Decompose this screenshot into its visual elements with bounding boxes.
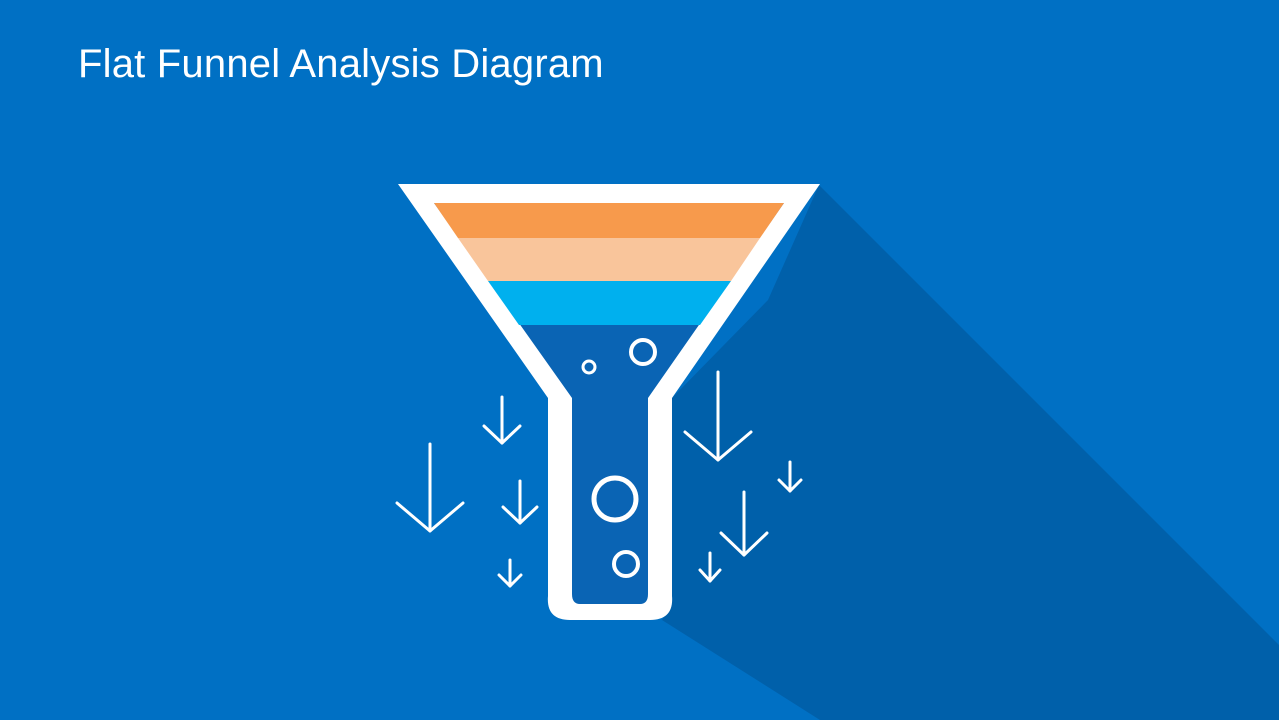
down-arrow-icon [719,490,769,557]
down-arrow-icon [497,558,523,588]
down-arrow-icon [482,395,522,445]
bubble-medium [629,338,657,366]
down-arrow-icon [698,551,722,583]
funnel-band-top [434,203,784,238]
slide-title: Flat Funnel Analysis Diagram [78,42,604,86]
bubble-lower [612,550,640,578]
down-arrow-icon [501,479,539,525]
down-arrow-icon [683,370,753,462]
funnel-band-middle [458,238,760,281]
down-arrow-icon [395,442,465,533]
bubble-small [581,359,597,375]
funnel-long-shadow [662,185,1279,720]
funnel-band-bottom [488,281,731,325]
down-arrow-icon [777,460,803,493]
bubble-large [591,475,639,523]
